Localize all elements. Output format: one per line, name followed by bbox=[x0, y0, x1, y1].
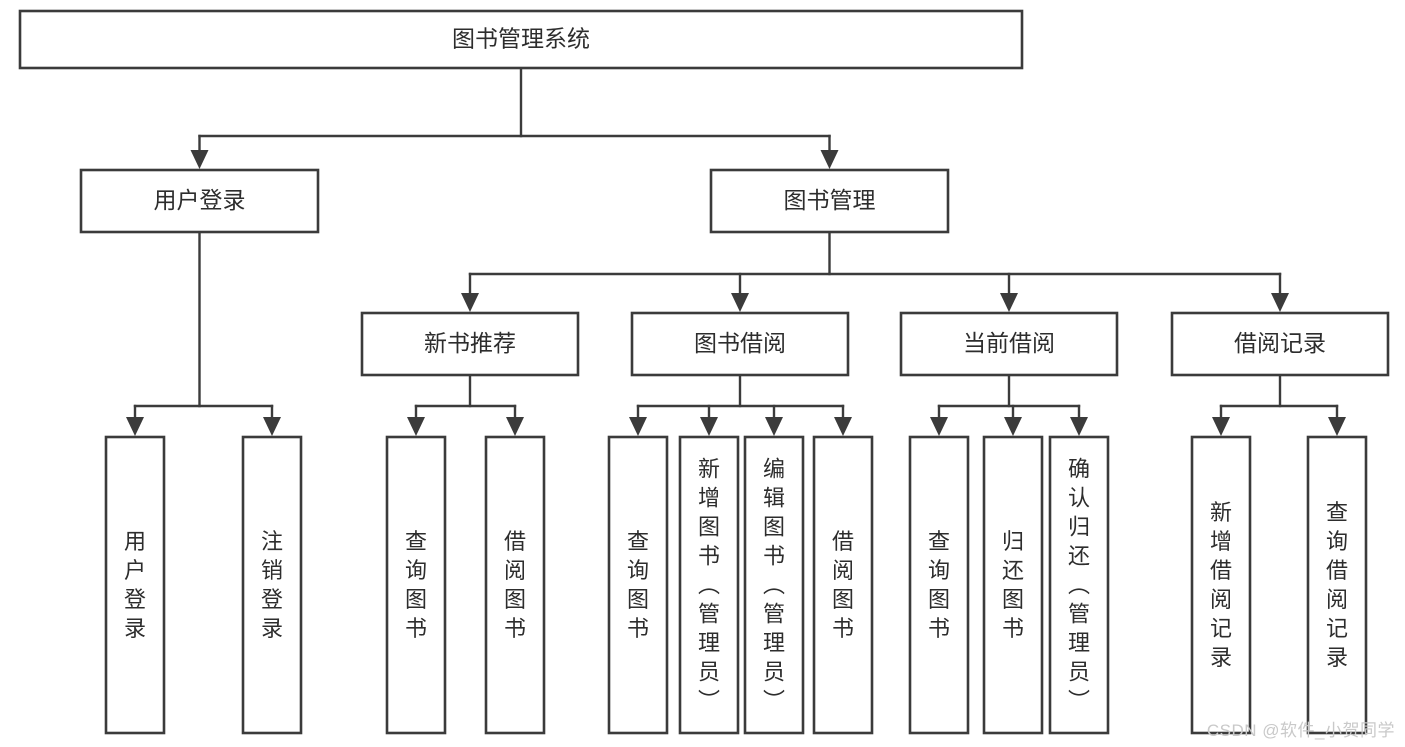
arrow-head-icon bbox=[1271, 293, 1289, 312]
level2-node-0[interactable]: 用户登录 bbox=[79, 168, 320, 234]
level3-node-3[interactable]: 借阅记录 bbox=[1170, 311, 1390, 377]
node-label: 图书管理 bbox=[784, 187, 876, 213]
arrow-head-icon bbox=[1000, 293, 1018, 312]
node-box-rect bbox=[18, 9, 1024, 70]
connector-lines bbox=[126, 66, 1346, 436]
leaf-node-10[interactable]: 确认归还︵管理员︶ bbox=[1048, 435, 1110, 735]
level3-node-0[interactable]: 新书推荐 bbox=[360, 311, 580, 377]
node-label: 新书推荐 bbox=[424, 330, 516, 356]
leaf-label: 查询借阅记录 bbox=[1326, 500, 1348, 670]
node-label: 图书借阅 bbox=[694, 330, 786, 356]
leaf-node-0[interactable]: 用户登录 bbox=[104, 435, 166, 735]
node-label: 借阅记录 bbox=[1234, 330, 1326, 356]
leaf-label: 新增借阅记录 bbox=[1210, 500, 1232, 670]
arrow-head-icon bbox=[190, 150, 209, 169]
leaf-box-rect bbox=[743, 435, 805, 735]
leaf-label: 查询图书 bbox=[405, 529, 427, 641]
arrow-head-icon bbox=[1070, 417, 1088, 436]
leaf-box-rect bbox=[241, 435, 303, 735]
node-box-rect bbox=[709, 168, 950, 234]
leaf-box-rect bbox=[104, 435, 166, 735]
arrow-head-icon bbox=[765, 417, 783, 436]
arrow-head-icon bbox=[1212, 417, 1230, 436]
arrow-head-icon bbox=[126, 417, 144, 436]
leaf-box-rect bbox=[1306, 435, 1368, 735]
leaf-box-rect bbox=[1048, 435, 1110, 735]
node-box-rect bbox=[899, 311, 1119, 377]
leaf-label: 编辑图书︵管理员︶ bbox=[763, 457, 785, 714]
level2-node-1[interactable]: 图书管理 bbox=[709, 168, 950, 234]
leaf-node-6[interactable]: 编辑图书︵管理员︶ bbox=[743, 435, 805, 735]
leaf-label: 用户登录 bbox=[124, 529, 146, 641]
leaf-node-5[interactable]: 新增图书︵管理员︶ bbox=[678, 435, 740, 735]
arrow-head-icon bbox=[731, 293, 749, 312]
arrow-head-icon bbox=[700, 417, 718, 436]
arrow-head-icon bbox=[461, 293, 479, 312]
node-box-rect bbox=[79, 168, 320, 234]
node-boxes: 图书管理系统用户登录图书管理新书推荐图书借阅当前借阅借阅记录用户登录注销登录查询… bbox=[18, 9, 1390, 735]
arrow-head-icon bbox=[1004, 417, 1022, 436]
leaf-box-rect bbox=[1190, 435, 1252, 735]
leaf-label: 借阅图书 bbox=[832, 529, 854, 641]
arrow-head-icon bbox=[820, 150, 839, 169]
node-label: 当前借阅 bbox=[963, 330, 1055, 356]
leaf-node-3[interactable]: 借阅图书 bbox=[484, 435, 546, 735]
leaf-node-9[interactable]: 归还图书 bbox=[982, 435, 1044, 735]
leaf-label: 确认归还︵管理员︶ bbox=[1068, 457, 1090, 714]
node-box-rect bbox=[630, 311, 850, 377]
leaf-label: 新增图书︵管理员︶ bbox=[698, 457, 720, 714]
leaf-node-2[interactable]: 查询图书 bbox=[385, 435, 447, 735]
leaf-label: 归还图书 bbox=[1002, 529, 1024, 641]
leaf-box-rect bbox=[982, 435, 1044, 735]
node-box-rect bbox=[1170, 311, 1390, 377]
root-node-book-management-system[interactable]: 图书管理系统 bbox=[18, 9, 1024, 70]
node-label: 图书管理系统 bbox=[452, 26, 590, 52]
leaf-label: 注销登录 bbox=[261, 529, 283, 641]
arrow-head-icon bbox=[834, 417, 852, 436]
arrow-head-icon bbox=[629, 417, 647, 436]
leaf-node-11[interactable]: 新增借阅记录 bbox=[1190, 435, 1252, 735]
arrow-head-icon bbox=[407, 417, 425, 436]
leaf-box-rect bbox=[908, 435, 970, 735]
level3-node-1[interactable]: 图书借阅 bbox=[630, 311, 850, 377]
leaf-box-rect bbox=[484, 435, 546, 735]
leaf-label: 查询图书 bbox=[627, 529, 649, 641]
arrow-head-icon bbox=[930, 417, 948, 436]
leaf-label: 查询图书 bbox=[928, 529, 950, 641]
leaf-box-rect bbox=[385, 435, 447, 735]
arrow-head-icon bbox=[506, 417, 524, 436]
leaf-node-8[interactable]: 查询图书 bbox=[908, 435, 970, 735]
arrow-head-icon bbox=[1328, 417, 1346, 436]
leaf-box-rect bbox=[678, 435, 740, 735]
arrow-head-icon bbox=[263, 417, 281, 436]
leaf-node-1[interactable]: 注销登录 bbox=[241, 435, 303, 735]
node-label: 用户登录 bbox=[154, 187, 246, 213]
leaf-node-12[interactable]: 查询借阅记录 bbox=[1306, 435, 1368, 735]
leaf-node-4[interactable]: 查询图书 bbox=[607, 435, 669, 735]
node-box-rect bbox=[360, 311, 580, 377]
leaf-box-rect bbox=[607, 435, 669, 735]
level3-node-2[interactable]: 当前借阅 bbox=[899, 311, 1119, 377]
leaf-node-7[interactable]: 借阅图书 bbox=[812, 435, 874, 735]
leaf-label: 借阅图书 bbox=[504, 529, 526, 641]
leaf-box-rect bbox=[812, 435, 874, 735]
